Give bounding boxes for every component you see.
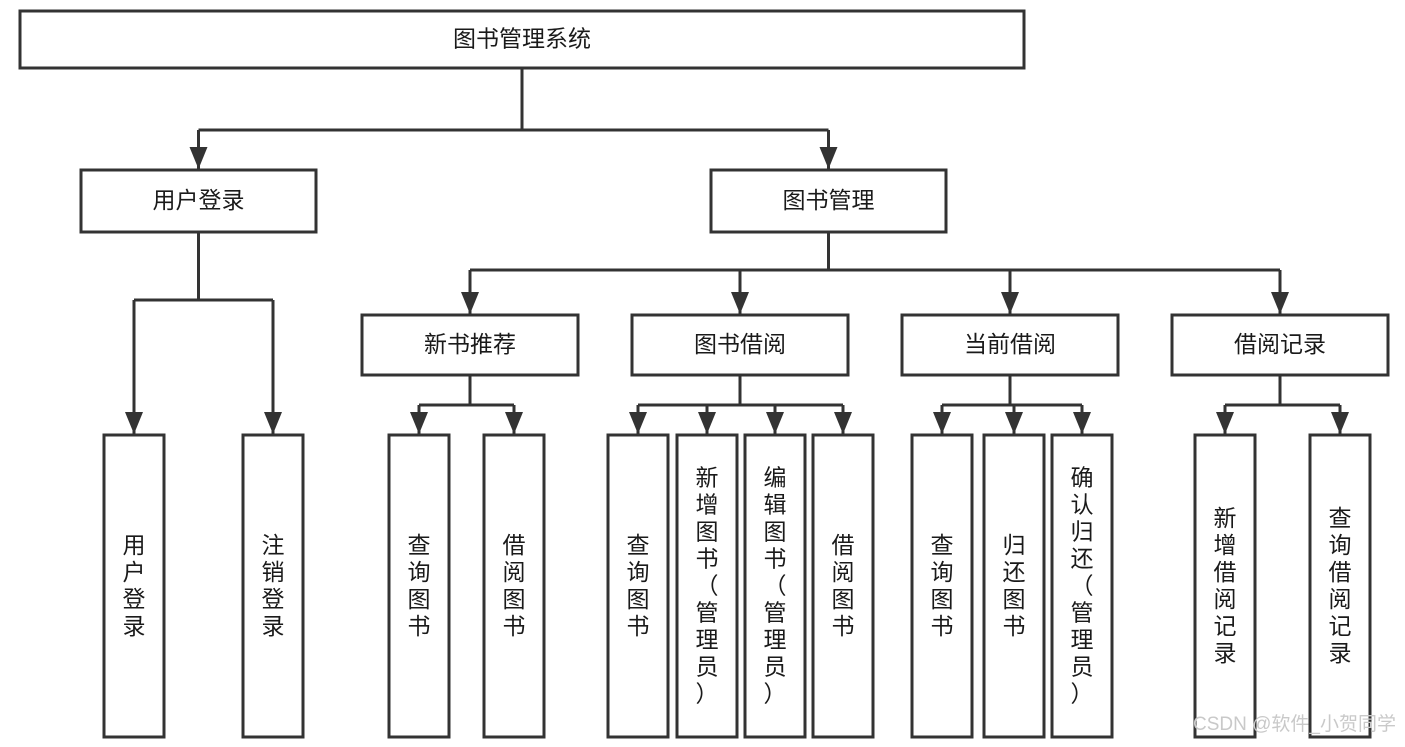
node-label-leaf-cur-return-book: 归还图书 — [1003, 532, 1026, 639]
node-box-leaf-cur-query-book — [910, 433, 974, 739]
node-leaf-borrow-query-book[interactable]: 查询图书 — [606, 433, 670, 739]
arrow-head-icon — [1216, 412, 1234, 434]
node-leaf-rec-query-record[interactable]: 查询借阅记录 — [1308, 433, 1372, 739]
arrow-head-icon — [410, 412, 428, 434]
node-box-leaf-rec-query-book — [387, 433, 451, 739]
arrow-head-icon — [1331, 412, 1349, 434]
arrow-head-icon — [819, 147, 838, 169]
arrow-head-icon — [1001, 292, 1019, 314]
node-label-book-manage: 图书管理 — [783, 187, 875, 213]
node-label-root: 图书管理系统 — [453, 26, 591, 52]
node-label-leaf-cur-confirm-return: 确认归还（管理员） — [1071, 465, 1094, 707]
node-label-leaf-rec-query-book: 查询图书 — [408, 532, 431, 639]
node-box-leaf-cur-confirm-return — [1050, 433, 1114, 739]
arrow-head-icon — [189, 147, 208, 169]
node-leaf-user-logout[interactable]: 注销登录 — [241, 433, 305, 739]
node-box-current-borrow — [900, 313, 1120, 377]
node-book-borrow[interactable]: 图书借阅 — [630, 313, 850, 377]
node-box-book-borrow — [630, 313, 850, 377]
arrow-head-icon — [698, 412, 716, 434]
node-box-root — [18, 9, 1026, 70]
node-label-borrow-record: 借阅记录 — [1234, 331, 1326, 357]
arrow-head-icon — [766, 412, 784, 434]
node-box-leaf-borrow-lend-book — [811, 433, 875, 739]
node-label-leaf-rec-borrow-book: 借阅图书 — [503, 532, 526, 639]
node-borrow-record[interactable]: 借阅记录 — [1170, 313, 1390, 377]
node-label-leaf-borrow-lend-book: 借阅图书 — [832, 532, 855, 639]
arrow-head-icon — [505, 412, 523, 434]
node-boxes-group: 图书管理系统用户登录图书管理新书推荐图书借阅当前借阅借阅记录用户登录注销登录查询… — [18, 9, 1390, 739]
node-user-login[interactable]: 用户登录 — [79, 168, 318, 234]
node-leaf-rec-add-record[interactable]: 新增借阅记录 — [1193, 433, 1257, 739]
node-label-user-login: 用户登录 — [153, 187, 245, 213]
arrow-head-icon — [834, 412, 852, 434]
node-label-new-book-rec: 新书推荐 — [424, 331, 516, 357]
arrow-head-icon — [1073, 412, 1091, 434]
node-box-leaf-borrow-edit-book — [743, 433, 807, 739]
node-leaf-borrow-lend-book[interactable]: 借阅图书 — [811, 433, 875, 739]
node-root[interactable]: 图书管理系统 — [18, 9, 1026, 70]
node-label-leaf-borrow-query-book: 查询图书 — [627, 532, 650, 639]
node-box-borrow-record — [1170, 313, 1390, 377]
node-box-leaf-cur-return-book — [982, 433, 1046, 739]
node-label-leaf-rec-query-record: 查询借阅记录 — [1329, 505, 1352, 666]
arrow-head-icon — [1005, 412, 1023, 434]
node-leaf-borrow-edit-book[interactable]: 编辑图书（管理员） — [743, 433, 807, 739]
node-label-current-borrow: 当前借阅 — [964, 331, 1056, 357]
connector-lines-group — [125, 68, 1349, 434]
node-book-manage[interactable]: 图书管理 — [709, 168, 948, 234]
arrow-head-icon — [264, 412, 282, 434]
node-leaf-borrow-add-book[interactable]: 新增图书（管理员） — [675, 433, 739, 739]
node-label-book-borrow: 图书借阅 — [694, 331, 786, 357]
arrow-head-icon — [1271, 292, 1289, 314]
node-box-user-login — [79, 168, 318, 234]
node-box-leaf-rec-add-record — [1193, 433, 1257, 739]
node-box-book-manage — [709, 168, 948, 234]
csdn-watermark: CSDN @软件_小贺同学 — [1193, 713, 1396, 735]
arrow-head-icon — [461, 292, 479, 314]
node-box-leaf-user-login — [102, 433, 166, 739]
node-box-leaf-borrow-add-book — [675, 433, 739, 739]
node-box-leaf-user-logout — [241, 433, 305, 739]
node-current-borrow[interactable]: 当前借阅 — [900, 313, 1120, 377]
node-box-leaf-rec-borrow-book — [482, 433, 546, 739]
node-label-leaf-user-login: 用户登录 — [123, 532, 146, 639]
node-leaf-cur-query-book[interactable]: 查询图书 — [910, 433, 974, 739]
node-new-book-rec[interactable]: 新书推荐 — [360, 313, 580, 377]
node-leaf-cur-confirm-return[interactable]: 确认归还（管理员） — [1050, 433, 1114, 739]
node-leaf-rec-borrow-book[interactable]: 借阅图书 — [482, 433, 546, 739]
node-box-new-book-rec — [360, 313, 580, 377]
node-box-leaf-borrow-query-book — [606, 433, 670, 739]
node-leaf-cur-return-book[interactable]: 归还图书 — [982, 433, 1046, 739]
arrow-head-icon — [731, 292, 749, 314]
node-label-leaf-borrow-edit-book: 编辑图书（管理员） — [764, 465, 787, 707]
node-leaf-rec-query-book[interactable]: 查询图书 — [387, 433, 451, 739]
node-label-leaf-cur-query-book: 查询图书 — [931, 532, 954, 639]
node-label-leaf-borrow-add-book: 新增图书（管理员） — [696, 465, 719, 707]
node-label-leaf-rec-add-record: 新增借阅记录 — [1214, 505, 1237, 666]
node-label-leaf-user-logout: 注销登录 — [262, 532, 285, 639]
node-leaf-user-login[interactable]: 用户登录 — [102, 433, 166, 739]
arrow-head-icon — [125, 412, 143, 434]
arrow-head-icon — [629, 412, 647, 434]
node-box-leaf-rec-query-record — [1308, 433, 1372, 739]
arrow-head-icon — [933, 412, 951, 434]
